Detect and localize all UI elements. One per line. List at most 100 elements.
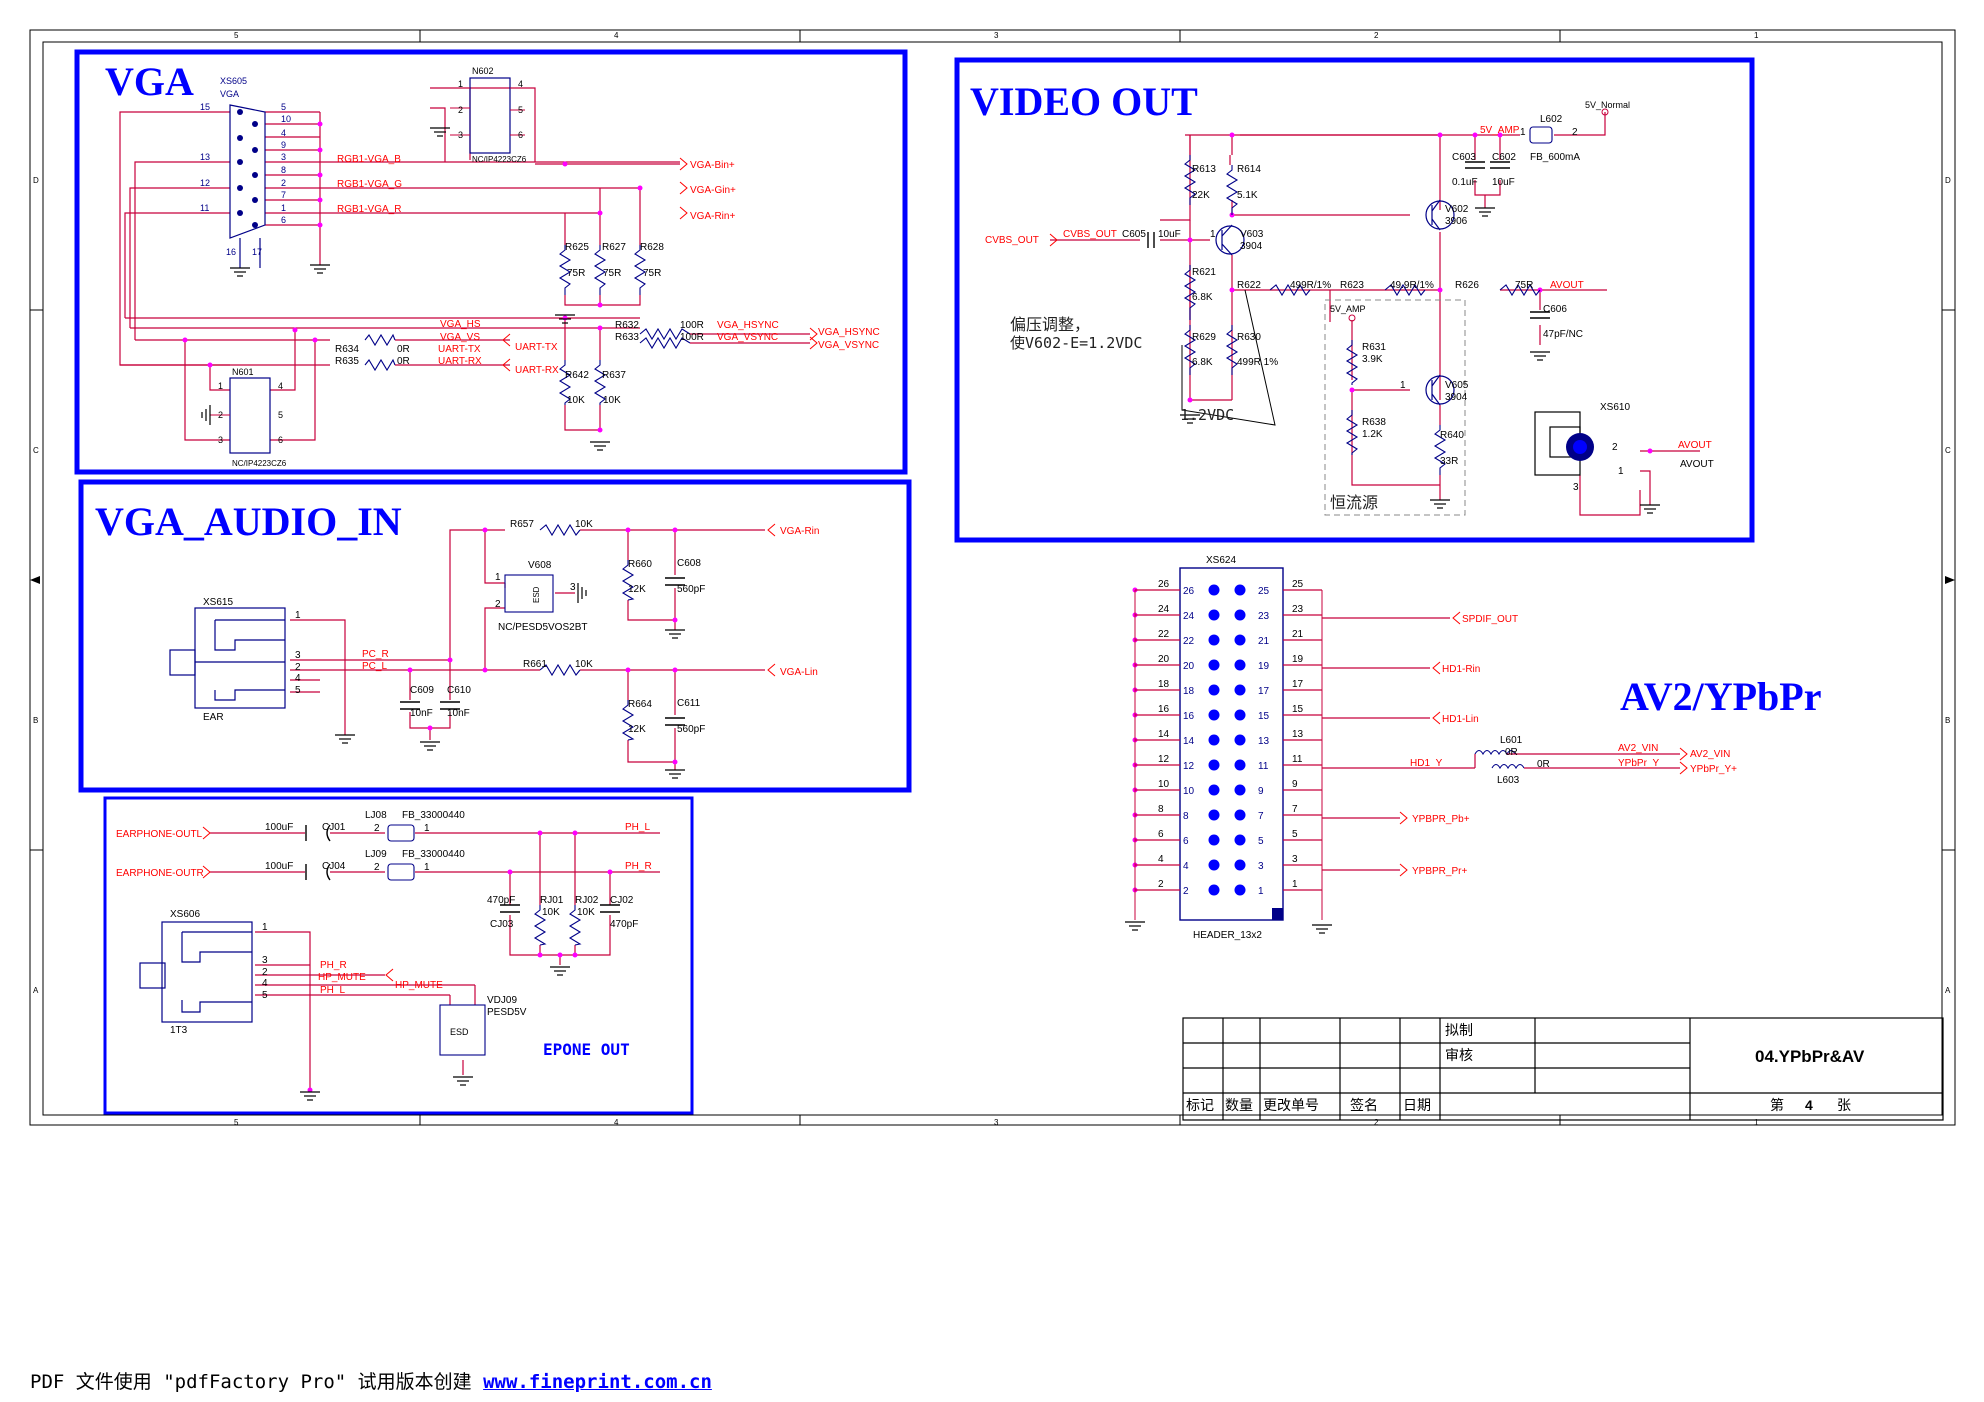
vga-audio-in-block-title: VGA_AUDIO_IN bbox=[95, 499, 402, 544]
frame-zone-labels: 5 4 3 2 1 5 4 3 2 1 D C B A D C B A bbox=[33, 31, 1951, 1127]
rj01-refdes: RJ01 bbox=[540, 895, 564, 906]
net-av2-vin: AV2_VIN bbox=[1618, 743, 1658, 754]
xs606-pin-5: 5 bbox=[262, 990, 268, 1001]
header-outer-pin-left: 14 bbox=[1158, 729, 1170, 740]
port-ypbpr-y: YPbPr_Y+ bbox=[1690, 764, 1737, 775]
r638-value: 1.2K bbox=[1362, 429, 1383, 440]
r614-value: 5.1K bbox=[1237, 190, 1258, 201]
svg-text:5: 5 bbox=[518, 105, 523, 115]
cj01-value: 100uF bbox=[265, 822, 293, 833]
net-cvbs-out: CVBS_OUT bbox=[1063, 229, 1117, 240]
header-outer-pin-left: 6 bbox=[1158, 829, 1164, 840]
net-rgb1-vga-g: RGB1-VGA_G bbox=[337, 179, 402, 190]
zone-right-A: A bbox=[1945, 986, 1951, 995]
net-hd1-y: HD1_Y bbox=[1410, 758, 1443, 769]
c611-refdes: C611 bbox=[677, 698, 701, 709]
r626-value: 75R bbox=[1515, 280, 1533, 291]
port-vga-hsync: VGA_HSYNC bbox=[818, 327, 880, 338]
zone-right-C: C bbox=[1945, 446, 1951, 455]
zone-top-1: 1 bbox=[1754, 31, 1759, 40]
xs605-pin-11: 11 bbox=[200, 203, 209, 213]
v608-part: NC/PESD5VOS2BT bbox=[498, 622, 587, 633]
port-uart-rx: UART-RX bbox=[515, 365, 559, 376]
header-inner-pin-left: 16 bbox=[1183, 711, 1195, 722]
epone-block-title: EPONE OUT bbox=[543, 1040, 630, 1059]
header-outer-pin-left: 18 bbox=[1158, 679, 1170, 690]
header-inner-pin-left: 4 bbox=[1183, 861, 1189, 872]
xs605-pin-7: 7 bbox=[281, 190, 286, 200]
v605-refdes: V605 bbox=[1445, 380, 1469, 391]
r660-refdes: R660 bbox=[628, 559, 652, 570]
c602-value: 10uF bbox=[1492, 177, 1515, 188]
svg-text:1: 1 bbox=[458, 79, 463, 89]
net-vga-vsync: VGA_VSYNC bbox=[717, 332, 778, 343]
header-pin-dot bbox=[1234, 609, 1246, 621]
xs606-jack bbox=[139, 921, 253, 1023]
v602-refdes: V602 bbox=[1445, 204, 1469, 215]
net-ph-r-jack: PH_R bbox=[320, 960, 347, 971]
title-block-sheet-no: 4 bbox=[1805, 1097, 1813, 1113]
zone-left-A: A bbox=[33, 986, 39, 995]
header-inner-pin-right: 15 bbox=[1258, 711, 1270, 722]
vga-audio-in-block-outline bbox=[78, 479, 912, 793]
vga-circuit: XS605 VGA 15 13 12 11 5 10 4 9 3 8 2 7 1… bbox=[119, 66, 880, 468]
v603-base-pin: 1 bbox=[1210, 229, 1216, 240]
xs605-pin-2: 2 bbox=[281, 178, 286, 188]
rj02-refdes: RJ02 bbox=[575, 895, 599, 906]
header-pin-dot bbox=[1208, 784, 1220, 796]
r625-value: 75R bbox=[567, 268, 585, 279]
l601-value: 0R bbox=[1505, 747, 1518, 758]
r625-refdes: R625 bbox=[565, 242, 589, 253]
video-out-circuit: R613 22K R614 5.1K C605 10uF 1 V603 3904… bbox=[985, 100, 1714, 516]
n602-part: NC/IP4223CZ6 bbox=[472, 155, 527, 164]
header-outer-pin-right: 13 bbox=[1292, 729, 1304, 740]
c608-refdes: C608 bbox=[677, 558, 701, 569]
net-vga-vs: VGA_VS bbox=[440, 332, 480, 343]
header-inner-pin-right: 5 bbox=[1258, 836, 1264, 847]
xs605-pin-10: 10 bbox=[281, 114, 291, 124]
net-uart-tx: UART-TX bbox=[438, 344, 481, 355]
r637-value: 10K bbox=[603, 395, 621, 406]
vdj09-esd-label: ESD bbox=[450, 1027, 469, 1037]
zone-bottom-4: 4 bbox=[614, 1118, 619, 1127]
lj09-refdes: LJ09 bbox=[365, 849, 387, 860]
r627-refdes: R627 bbox=[602, 242, 626, 253]
header-outer-pin-left: 4 bbox=[1158, 854, 1164, 865]
lj08-pin-2: 2 bbox=[374, 823, 380, 834]
bias-note-line-1: 偏压调整， bbox=[1010, 316, 1090, 334]
r637-refdes: R637 bbox=[602, 370, 626, 381]
xs605-pin-4: 4 bbox=[281, 128, 286, 138]
header-outer-pin-left: 24 bbox=[1158, 604, 1170, 615]
sheet-frame bbox=[29, 29, 1956, 1126]
vga-block-title: VGA bbox=[105, 59, 194, 104]
r627-value: 75R bbox=[603, 268, 621, 279]
header-inner-pin-left: 6 bbox=[1183, 836, 1189, 847]
v605-base-pin: 1 bbox=[1400, 380, 1406, 391]
l603-refdes: L603 bbox=[1497, 775, 1520, 786]
title-block-col-change: 更改单号 bbox=[1263, 1097, 1319, 1113]
net-5v-normal: 5V_Normal bbox=[1585, 100, 1630, 110]
xs606-pin-2: 2 bbox=[262, 967, 268, 978]
zone-bottom-5: 5 bbox=[234, 1118, 239, 1127]
vga-block-outline bbox=[74, 49, 908, 475]
zone-top-4: 4 bbox=[614, 31, 619, 40]
xs605-pin-9: 9 bbox=[281, 140, 286, 150]
header-pin-dot bbox=[1234, 784, 1246, 796]
v605-part: 3904 bbox=[1445, 392, 1468, 403]
footer-link[interactable]: www.fineprint.com.cn bbox=[483, 1371, 712, 1393]
l602-refdes: L602 bbox=[1540, 114, 1563, 125]
header-pin-dot bbox=[1234, 684, 1246, 696]
title-block-col-sign: 签名 bbox=[1350, 1097, 1378, 1113]
r630-refdes: R630 bbox=[1237, 332, 1261, 343]
r664-value: 12K bbox=[628, 724, 646, 735]
header-inner-pin-left: 20 bbox=[1183, 661, 1195, 672]
port-earphone-outl: EARPHONE-OUTL bbox=[116, 829, 203, 840]
bias-note-voltage: 1.2VDC bbox=[1180, 406, 1234, 424]
xs605-labels: XS605 VGA 15 13 12 11 5 10 4 9 3 8 2 7 1… bbox=[200, 76, 291, 257]
vdj09-part: PESD5V bbox=[487, 1007, 527, 1018]
r614-refdes: R614 bbox=[1237, 164, 1261, 175]
title-block-sheet-post: 张 bbox=[1837, 1097, 1851, 1113]
xs606-pin-3: 3 bbox=[262, 955, 268, 966]
n602-refdes: N602 bbox=[472, 66, 494, 76]
header-inner-pin-left: 10 bbox=[1183, 786, 1195, 797]
